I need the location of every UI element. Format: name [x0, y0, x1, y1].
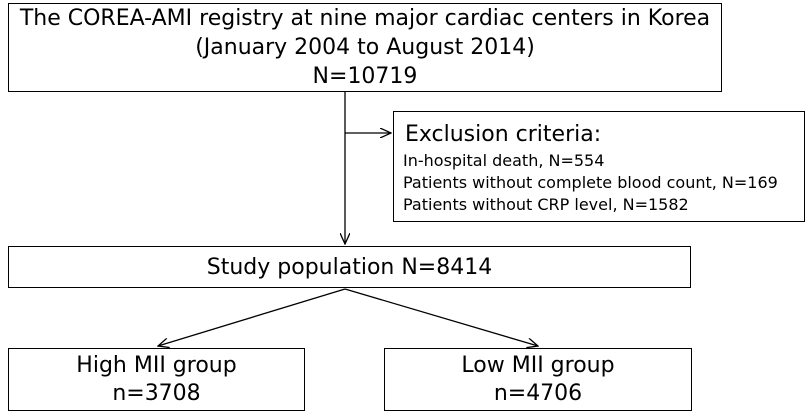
high-mii-group-count: n=3708	[112, 380, 201, 406]
exclusion-box: Exclusion criteria: In-hospital death, N…	[393, 111, 805, 222]
exclusion-item-crp: Patients without CRP level, N=1582	[403, 195, 689, 214]
arrow-study-to-high	[158, 288, 346, 346]
registry-count: N=10719	[312, 64, 418, 89]
study-population-label: Study population N=8414	[206, 254, 493, 280]
registry-period: (January 2004 to August 2014)	[195, 35, 535, 60]
study-population-box: Study population N=8414	[8, 246, 691, 288]
low-mii-group-box: Low MII group n=4706	[384, 348, 692, 411]
exclusion-title: Exclusion criteria:	[405, 122, 602, 147]
exclusion-item-death: In-hospital death, N=554	[403, 151, 605, 170]
arrow-study-to-low	[344, 288, 538, 346]
high-mii-group-label: High MII group	[76, 352, 237, 378]
low-mii-group-count: n=4706	[493, 380, 583, 406]
exclusion-item-blood-count: Patients without complete blood count, N…	[403, 173, 778, 192]
registry-title: The COREA-AMI registry at nine major car…	[19, 6, 711, 31]
registry-box: The COREA-AMI registry at nine major car…	[8, 3, 722, 92]
low-mii-group-label: Low MII group	[461, 352, 615, 378]
high-mii-group-box: High MII group n=3708	[8, 348, 305, 411]
